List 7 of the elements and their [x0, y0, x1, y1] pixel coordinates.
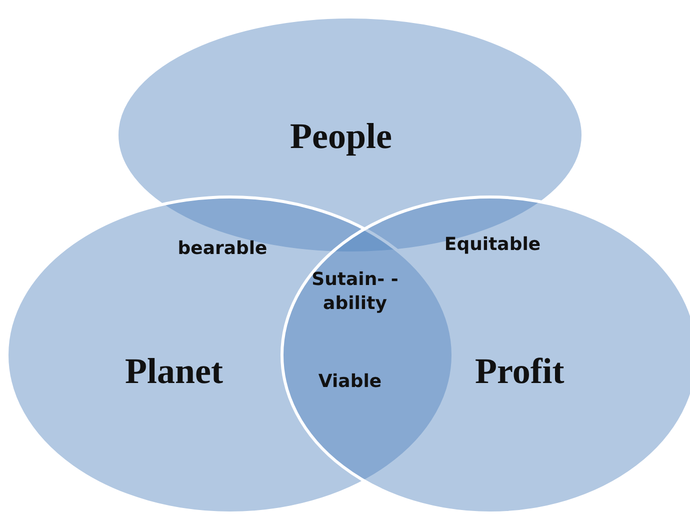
circle-title: Profit	[475, 350, 564, 392]
overlap-label: Equitable	[443, 233, 542, 257]
circle-title: People	[290, 115, 392, 157]
overlap-label: bearable	[176, 237, 268, 261]
overlap-label: Viable	[317, 370, 383, 394]
overlap-label: Sutain- -ability	[310, 268, 400, 316]
circle-title: Planet	[125, 350, 223, 392]
